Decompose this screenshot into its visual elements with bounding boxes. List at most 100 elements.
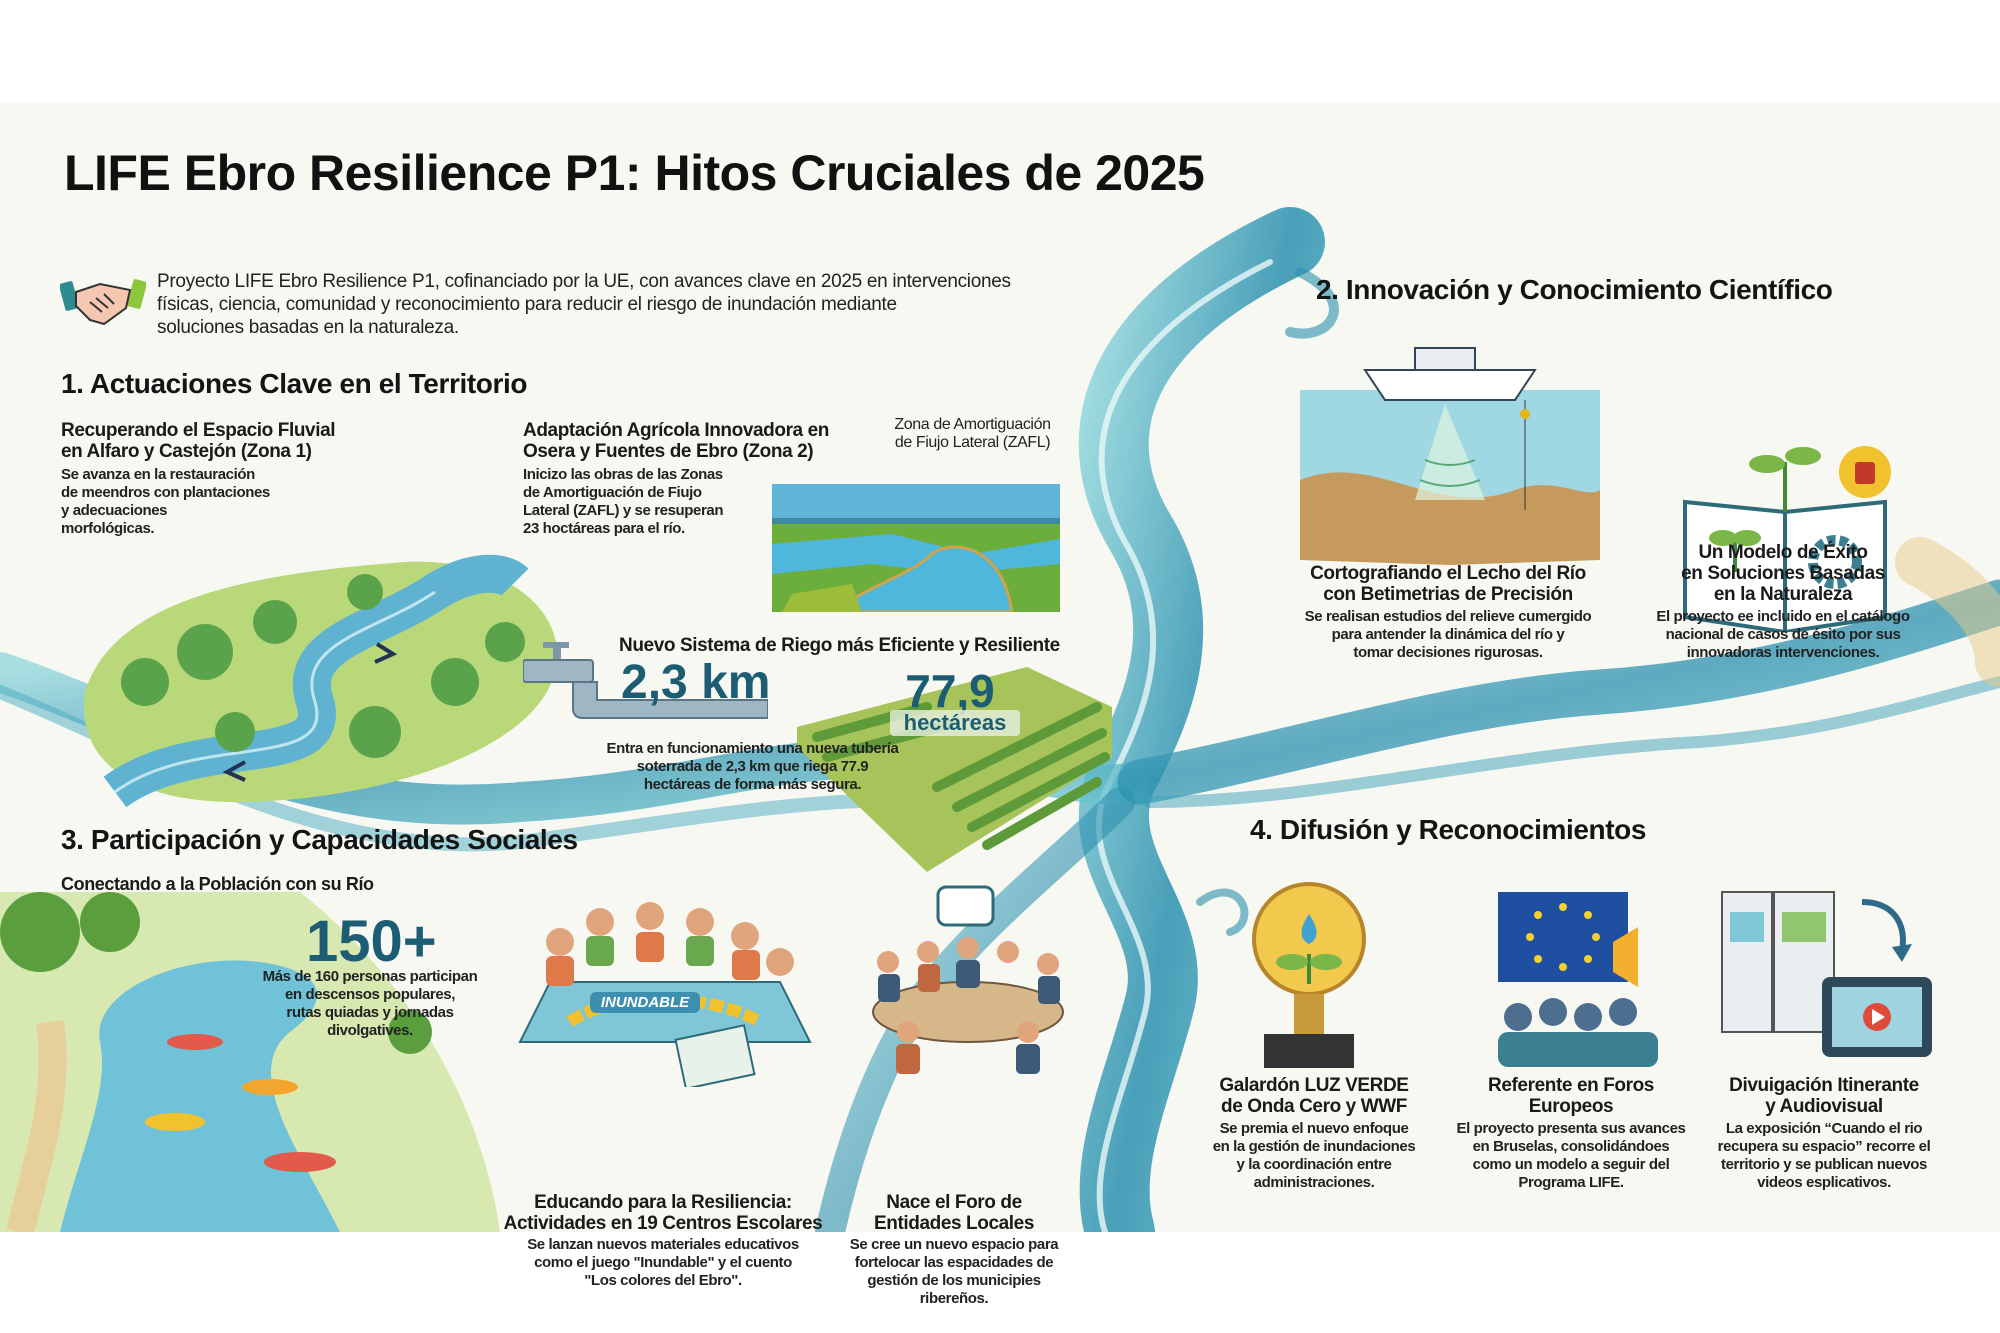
outreach-card-title: Divuigación Itinerante y Audiovisual	[1699, 1075, 1949, 1117]
bathymetry-boat-illustration	[1300, 347, 1600, 565]
forum-card-text: Se cree un nuevo espacio para fortelocar…	[834, 1236, 1074, 1308]
zona1-text: Se avanza en la restauración de meendros…	[61, 466, 270, 538]
card-text-line: tomar decisiones rigurosas.	[1353, 644, 1543, 661]
zafl-label-line: de Fiujo Lateral (ZAFL)	[894, 434, 1051, 451]
zona1-title-line: Recuperando el Espacio Fluvial	[61, 420, 336, 441]
award-card-text: Se premia el nuevo enfoque en la gestión…	[1194, 1120, 1434, 1192]
card-text-line: administraciones.	[1253, 1174, 1375, 1191]
bathymetry-card-title: Cortografiando el Lecho del Río con Beti…	[1268, 563, 1628, 605]
card-text-line: como un modelo a seguir del	[1472, 1156, 1670, 1173]
card-text-line: gestión de los municipies	[867, 1272, 1041, 1289]
card-text-line: Se premia el nuevo enfoque	[1219, 1120, 1409, 1137]
card-text-line: como el juego "Inundable" y el cuento	[534, 1254, 792, 1271]
section3-heading: 3. Participación y Capacidades Sociales	[61, 824, 578, 855]
card-text-line: Se realisan estudios del relieve cumergi…	[1304, 608, 1592, 625]
education-card-title: Educando para la Resiliencia: Actividade…	[483, 1192, 843, 1234]
card-title-line: de Onda Cero y WWF	[1221, 1096, 1407, 1117]
zafl-label-line: Zona de Amortiguación	[894, 416, 1051, 433]
zona1-title-line: en Alfaro y Castejón (Zona 1)	[61, 441, 312, 462]
card-title-line: Cortografiando el Lecho del Río	[1310, 563, 1586, 584]
card-title-line: con Betimetrias de Precisión	[1323, 584, 1573, 605]
stat-text-line: Más de 160 personas participan	[262, 968, 478, 985]
zona2-text: Inicizo las obras de las Zonas de Amorti…	[523, 466, 724, 538]
riego-text-line: Entra en funcionamiento una nueva tuberí…	[606, 740, 899, 757]
card-title-line: Educando para la Resiliencia:	[534, 1192, 792, 1213]
europe-card-title: Referente en Foros Europeos	[1446, 1075, 1696, 1117]
card-text-line: El proyecto ee incluido en el catálogo	[1656, 608, 1910, 625]
zona1-title: Recuperando el Espacio Fluvial en Alfaro…	[61, 420, 336, 462]
section4-heading: 4. Difusión y Reconocimientos	[1250, 814, 1647, 845]
zona2-title: Adaptación Agrícola Innovadora en Osera …	[523, 420, 829, 462]
card-text-line: Se lanzan nuevos materiales educativos	[527, 1236, 799, 1253]
riego-text: Entra en funcionamiento una nueva tuberí…	[600, 740, 905, 794]
open-book-model-icon	[1683, 446, 1891, 632]
intro-line: físicas, ciencia, comunidad y reconocimi…	[157, 294, 897, 315]
card-text-line: videos esplicativos.	[1757, 1174, 1891, 1191]
trophy-award-icon	[1252, 882, 1366, 1068]
infographic-canvas: LIFE Ebro Resilience P1: Hitos Cruciales…	[0, 102, 2000, 1307]
europe-card-text: El proyecto presenta sus avances en Brus…	[1446, 1120, 1696, 1192]
card-text-line: en la gestión de inundaciones	[1212, 1138, 1416, 1155]
card-title-line: Nace el Foro de	[886, 1192, 1022, 1213]
zafl-floodplain-image	[772, 484, 1060, 612]
zona2-title-line: Adaptación Agrícola Innovadora en	[523, 420, 829, 441]
education-card-text: Se lanzan nuevos materiales educativos c…	[483, 1236, 843, 1290]
eu-flag-forum-icon	[1498, 892, 1658, 1067]
card-title-line: y Audiovisual	[1765, 1096, 1883, 1117]
riego-text-line: soterrada de 2,3 km que riega 77.9	[636, 758, 869, 775]
participants-stat: 150+	[306, 909, 437, 974]
card-text-line: "Los colores del Ebro".	[584, 1272, 742, 1289]
section1-heading: 1. Actuaciones Clave en el Territorio	[61, 368, 528, 399]
zona2-text-line: Inicizo las obras de las Zonas	[523, 466, 723, 483]
zona2-text-line: de Amortiguación de Fiujo	[523, 484, 702, 501]
exhibition-video-icon	[1721, 891, 1932, 1057]
water-pipe-icon	[523, 642, 768, 719]
pipe-length-stat: 2,3 km	[621, 656, 771, 709]
card-text-line: en Bruselas, consolidándoes	[1472, 1138, 1670, 1155]
card-title-line: Entidades Locales	[873, 1213, 1035, 1234]
card-text-line: territorio y se publican nuevos	[1721, 1156, 1927, 1173]
card-text-line: La exposición “Cuando el rio	[1725, 1120, 1923, 1137]
card-text-line: Programa LIFE.	[1518, 1174, 1624, 1191]
card-text-line: fortelocar las espacidades de	[854, 1254, 1054, 1271]
meander-landscape-illustration	[83, 554, 558, 808]
award-card-title: Galardón LUZ VERDE de Onda Cero y WWF	[1194, 1075, 1434, 1117]
zona2-title-line: Osera y Fuentes de Ebro (Zona 2)	[523, 441, 814, 462]
school-kids-board-game-illustration	[518, 902, 812, 1087]
riego-text-line: hectáreas de forma más segura.	[643, 776, 862, 793]
inundable-game-label: INUNDABLE	[590, 992, 700, 1013]
hectares-unit: hectáreas	[890, 710, 1020, 736]
section3-subheading: Conectando a la Población con su Río	[61, 874, 374, 894]
zona1-text-line: morfológicas.	[61, 520, 155, 537]
model-card-title: Un Modelo de Éxito en Soluciones Basadas…	[1603, 542, 1963, 605]
stat-text-line: divolgatives.	[327, 1022, 413, 1039]
card-text-line: Se cree un nuevo espacio para	[849, 1236, 1059, 1253]
bathymetry-card-text: Se realisan estudios del relieve cumergi…	[1268, 608, 1628, 662]
card-title-line: en Soluciones Basadas	[1681, 563, 1885, 584]
intro-line: Proyecto LIFE Ebro Resilience P1, cofina…	[157, 271, 1011, 292]
zona2-text-line: 23 hoctáreas para el río.	[523, 520, 685, 537]
section2-heading: 2. Innovación y Conocimiento Científico	[1316, 274, 1833, 305]
card-text-line: y la coordinación entre	[1236, 1156, 1392, 1173]
zona2-text-line: Lateral (ZAFL) y se resuperan	[523, 502, 724, 519]
card-title-line: Galardón LUZ VERDE	[1219, 1075, 1409, 1096]
card-title-line: en la Naturaleza	[1713, 584, 1853, 605]
intro-line: soluciones basadas en la naturaleza.	[157, 317, 459, 338]
hectares-value: 77,9	[905, 665, 995, 717]
card-text-line: para antender la dinámica del río y	[1331, 626, 1565, 643]
zona1-text-line: y adecuaciones	[61, 502, 168, 519]
stat-text-line: en descensos populares,	[284, 986, 456, 1003]
card-title-line: Europeos	[1528, 1096, 1614, 1117]
forum-card-title: Nace el Foro de Entidades Locales	[834, 1192, 1074, 1234]
stat-text-line: rutas quiadas y jornadas	[286, 1004, 454, 1021]
model-card-text: El proyecto ee incluido en el catálogo n…	[1603, 608, 1963, 662]
local-forum-meeting-illustration	[872, 885, 1064, 1074]
card-text-line: innovadoras intervenciones.	[1686, 644, 1880, 661]
card-text-line: El proyecto presenta sus avances	[1456, 1120, 1686, 1137]
card-title-line: Actividades en 19 Centros Escolares	[503, 1213, 823, 1234]
zona1-text-line: Se avanza en la restauración	[61, 466, 255, 483]
zafl-label: Zona de Amortiguación de Fiujo Lateral (…	[880, 416, 1065, 452]
card-text-line: recupera su espacio” recorre el	[1717, 1138, 1931, 1155]
card-title-line: Un Modelo de Éxito	[1698, 542, 1868, 563]
riego-title: Nuevo Sistema de Riego más Eficiente y R…	[619, 635, 1060, 656]
